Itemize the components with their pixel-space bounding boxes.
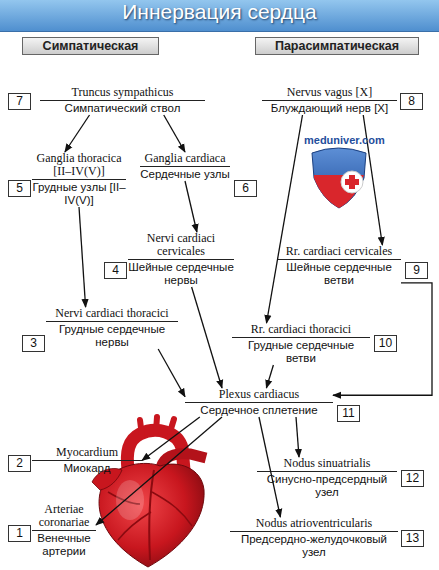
ganglion-label: Ganglia thoracica [II–IV(V)]Грудные узлы… [32, 152, 126, 207]
arrow-connector [259, 417, 280, 517]
russian-term: Грудные узлы [II–IV(V)] [32, 179, 126, 207]
section-header: Симпатическая [22, 37, 159, 55]
arrow-connector [192, 287, 222, 388]
callout-number: 1 [8, 525, 31, 542]
russian-term: Шейные сердечные нервы [128, 259, 234, 287]
heart-illustration [92, 417, 206, 567]
watermark-text: meduniver.com [304, 134, 385, 146]
arrow-connector [266, 365, 273, 388]
callout-number: 5 [8, 180, 31, 197]
latin-term: Rr. cardiaci thoracici [232, 323, 370, 337]
callout-number: 7 [8, 93, 31, 110]
callout-number: 9 [405, 262, 428, 279]
russian-term: Блуждающий нерв [X] [262, 100, 397, 115]
latin-term: Arteriae coronariae [32, 503, 96, 530]
russian-term: Сердечное сплетение [185, 402, 333, 417]
latin-term: Nervi cardiaci cervicales [128, 232, 234, 259]
heart-highlight [116, 480, 144, 520]
latin-term: Nervus vagus [X] [262, 86, 397, 100]
latin-term: Nodus atrioventricularis [230, 517, 398, 531]
callout-number: 12 [401, 470, 424, 487]
arrow-connector [65, 115, 90, 152]
latin-term: Nodus sinuatrialis [257, 457, 397, 471]
ganglion-label: Ganglia cardiacaСердечные узлы [140, 152, 230, 181]
latin-term: Rr. cardiaci cervicales [277, 245, 401, 259]
callout-number: 8 [400, 93, 423, 110]
arrow-connector [142, 417, 200, 461]
russian-term: Предсердно-желудочковый узел [230, 531, 398, 559]
shield-outline [312, 148, 366, 208]
target-label: Nodus atrioventricularisПредсердно-желуд… [230, 517, 398, 559]
logo-cross [345, 179, 359, 185]
aortic-branches [140, 417, 174, 436]
latin-term: Myocardium [32, 446, 142, 460]
russian-term: Шейные сердечные ветви [277, 259, 401, 287]
latin-term: Nervi cardiaci thoracici [46, 307, 178, 321]
coronary-artery [149, 470, 154, 560]
arrow-connector [164, 115, 185, 152]
callout-number: 10 [374, 335, 397, 352]
callout-number: 6 [234, 180, 257, 197]
latin-term: Plexus cardiacus [185, 388, 333, 402]
russian-term: Симпатический ствол [40, 100, 205, 115]
callout-number: 13 [401, 530, 424, 547]
russian-term: Синусно-предсердный узел [257, 471, 397, 499]
russian-term: Грудные сердечные нервы [46, 321, 178, 349]
russian-term: Венечные артерии [32, 530, 96, 558]
nerve-label: Nervi cardiaci cervicalesШейные сердечны… [128, 232, 234, 287]
callout-number: 3 [22, 335, 45, 352]
arrow-connector [267, 115, 303, 323]
logo-circle [341, 171, 363, 193]
arrow-connector [158, 349, 185, 397]
nerve-label: Nervus vagus [X]Блуждающий нерв [X] [262, 86, 397, 115]
arrow-connector [79, 207, 86, 307]
plexus-label: Plexus cardiacusСердечное сплетение [185, 388, 333, 417]
russian-term: Грудные сердечные ветви [232, 337, 370, 365]
callout-number: 2 [8, 455, 31, 472]
callout-number: 11 [337, 405, 360, 422]
section-header: Парасимпатическая [255, 37, 419, 55]
latin-term: Ganglia thoracica [II–IV(V)] [32, 152, 126, 179]
nerve-label: Truncus sympathicusСимпатический ствол [40, 86, 205, 115]
russian-term: Сердечные узлы [140, 166, 230, 181]
latin-term: Truncus sympathicus [40, 86, 205, 100]
arrow-connector [296, 417, 299, 457]
medical-shield-logo [312, 148, 366, 208]
arrow-connector [185, 181, 197, 232]
diagram-title: Иннервация сердца [0, 0, 439, 31]
target-label: Nodus sinuatrialisСинусно-предсердный уз… [257, 457, 397, 499]
latin-term: Симпатическая [23, 38, 158, 54]
callout-number: 4 [104, 262, 127, 279]
arrow-connector [96, 417, 222, 525]
branch-label: Rr. cardiaci cervicalesШейные сердечные … [277, 245, 401, 287]
latin-term: Парасимпатическая [256, 38, 418, 54]
nerve-label: Nervi cardiaci thoraciciГрудные сердечны… [46, 307, 178, 349]
target-label: Arteriae coronariaeВенечные артерии [32, 503, 96, 558]
branch-label: Rr. cardiaci thoraciciГрудные сердечные … [232, 323, 370, 365]
target-label: MyocardiumМиокард [32, 446, 142, 475]
russian-term: Миокард [32, 460, 142, 475]
latin-term: Ganglia cardiaca [140, 152, 230, 166]
